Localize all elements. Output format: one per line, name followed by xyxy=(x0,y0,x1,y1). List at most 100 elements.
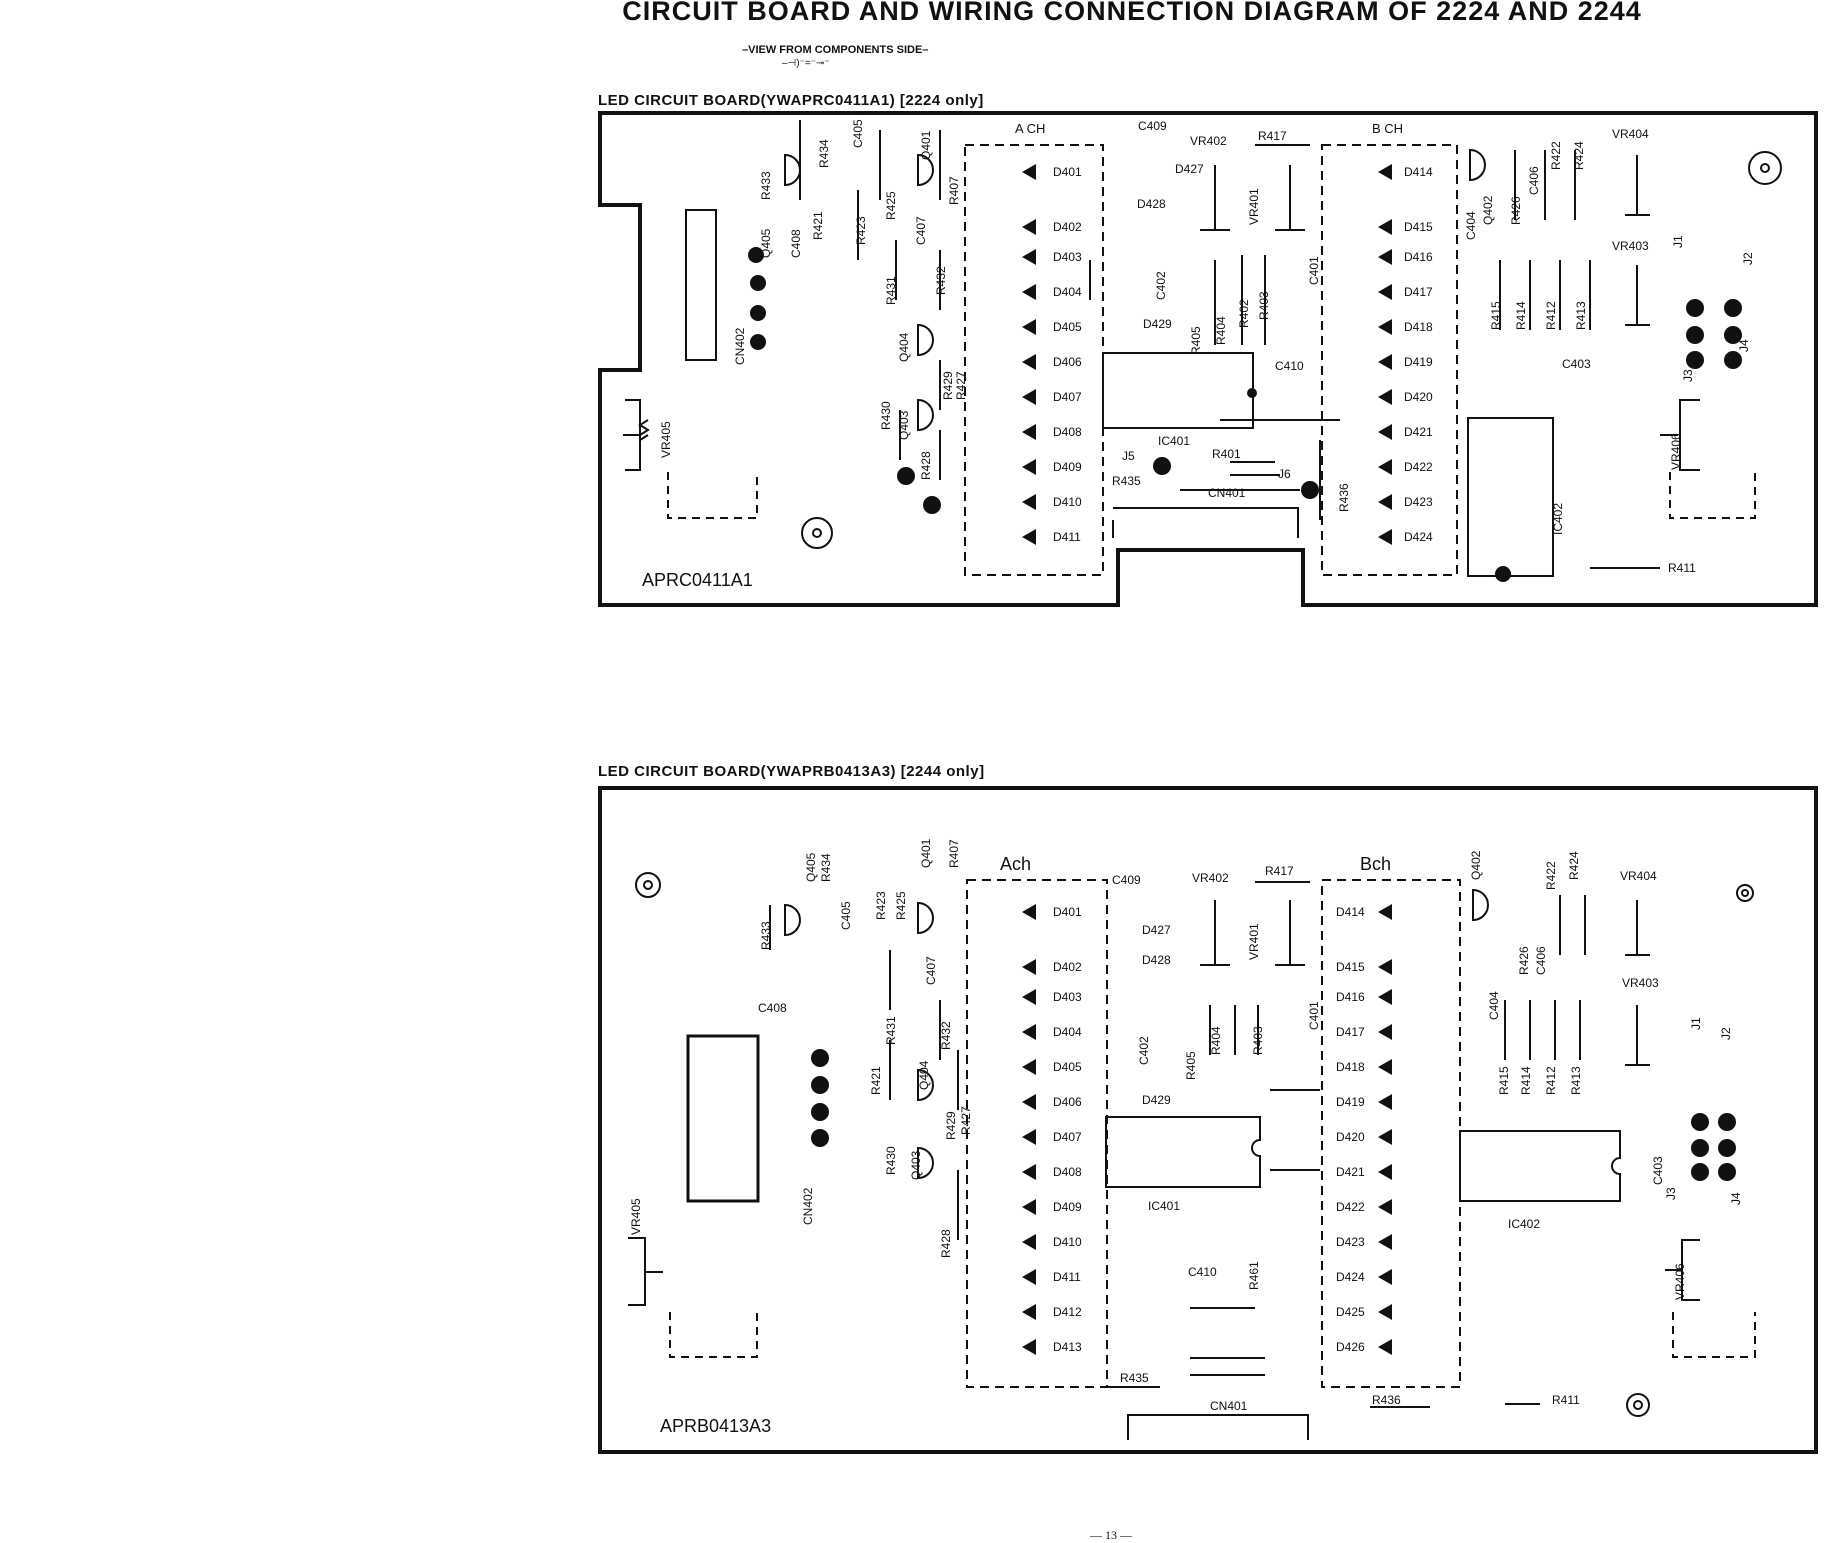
board2-part-label: R461 xyxy=(1247,1261,1261,1290)
board2-part-label: Q403 xyxy=(909,1150,923,1180)
board2-title: LED CIRCUIT BOARD(YWAPRB0413A3) [2244 on… xyxy=(598,763,985,780)
board2-mount-hole-2 xyxy=(1736,884,1754,902)
legend-note: –⊣)⁻=⁻⊸⁻ xyxy=(782,58,830,69)
board2-led-label: D406 xyxy=(1053,1095,1082,1109)
board1-led-label: D417 xyxy=(1404,285,1433,299)
board1-led-label: D414 xyxy=(1404,165,1433,179)
board1-part-label: R415 xyxy=(1489,301,1503,330)
board2-led-label: D402 xyxy=(1053,960,1082,974)
board2-part-label: R436 xyxy=(1372,1393,1401,1407)
board2-part-label: R411 xyxy=(1552,1393,1580,1407)
board2-part-label: C409 xyxy=(1112,873,1141,887)
board1-part-label: R425 xyxy=(884,191,898,220)
board1-part-label: Q403 xyxy=(897,410,911,440)
board1-part-label: R422 xyxy=(1549,141,1563,170)
board2-ach-box xyxy=(966,879,1108,1388)
board2-part-label: IC402 xyxy=(1508,1217,1540,1231)
board2-part-label: J1 xyxy=(1689,1017,1703,1030)
board1-part-label: R423 xyxy=(854,216,868,245)
board1-part-label: R429 xyxy=(941,371,955,400)
board1-part-label: J4 xyxy=(1737,339,1751,352)
board2-led-label: D423 xyxy=(1336,1235,1365,1249)
board2-part-label: CN401 xyxy=(1210,1399,1248,1413)
board1-part-label: D429 xyxy=(1143,317,1172,331)
board1-part-label: R431 xyxy=(884,276,898,305)
board1-part-label: D427 xyxy=(1175,162,1204,176)
board2-bch-label: Bch xyxy=(1360,854,1391,874)
board2-ach-label: Ach xyxy=(1000,854,1031,874)
board2-led-label: D425 xyxy=(1336,1305,1365,1319)
board1-part-label: IC402 xyxy=(1551,503,1565,535)
board1-part-label: C404 xyxy=(1464,211,1478,240)
board2-part-label: C402 xyxy=(1137,1036,1151,1065)
board2-part-label: R434 xyxy=(819,853,833,882)
board2-part-label: R424 xyxy=(1567,851,1581,880)
board1-led-label: D405 xyxy=(1053,320,1082,334)
board1-mount-hole-1 xyxy=(801,517,833,549)
board2-part-label: R412 xyxy=(1544,1066,1558,1095)
board1-part-label: VR403 xyxy=(1612,239,1649,253)
board1-led-label: D402 xyxy=(1053,220,1082,234)
board2-led-label: D415 xyxy=(1336,960,1365,974)
board1-led-label: D418 xyxy=(1404,320,1433,334)
board1-part-label: R434 xyxy=(817,139,831,168)
board1-part-label: R403 xyxy=(1257,291,1271,320)
board2-led-label: D421 xyxy=(1336,1165,1365,1179)
board1-led-label: D404 xyxy=(1053,285,1082,299)
board1-part-label: R413 xyxy=(1574,301,1588,330)
board1-title: LED CIRCUIT BOARD(YWAPRC0411A1) [2224 on… xyxy=(598,92,984,109)
board1-part-label: C405 xyxy=(851,119,865,148)
board1-part-label: Q405 xyxy=(759,228,773,258)
board2-part-label: R425 xyxy=(894,891,908,920)
board1-part-label: R427 xyxy=(954,371,968,400)
board2-led-label: D404 xyxy=(1053,1025,1082,1039)
board2-part-label: CN402 xyxy=(801,1187,815,1225)
board1-part-label: J1 xyxy=(1671,235,1685,248)
board2-led-label: D405 xyxy=(1053,1060,1082,1074)
board1-led-label: D420 xyxy=(1404,390,1433,404)
board1-part-label: C403 xyxy=(1562,357,1591,371)
board2-part-label: R403 xyxy=(1251,1026,1265,1055)
board1-part-label: R407 xyxy=(947,176,961,205)
board1-part-label: CN401 xyxy=(1208,486,1246,500)
board1-part-label: Q404 xyxy=(897,332,911,362)
board2-ic401 xyxy=(1105,1116,1261,1188)
board1-part-label: R430 xyxy=(879,401,893,430)
board1-part-label: R405 xyxy=(1189,326,1203,355)
board1-part-label: R436 xyxy=(1337,483,1351,512)
board2-led-label: D422 xyxy=(1336,1200,1365,1214)
board2-part-label: C405 xyxy=(839,901,853,930)
board1-part-label: R411 xyxy=(1668,561,1696,575)
board2-part-label: VR402 xyxy=(1192,871,1229,885)
page-title: CIRCUIT BOARD AND WIRING CONNECTION DIAG… xyxy=(622,0,1642,26)
board2-part-label: R429 xyxy=(944,1111,958,1140)
board1-led-label: D422 xyxy=(1404,460,1433,474)
board2-part-label: R428 xyxy=(939,1229,953,1258)
board2-cn402 xyxy=(686,1034,760,1203)
board1-part-label: R432 xyxy=(934,266,948,295)
board1-part-label: R401 xyxy=(1212,447,1241,461)
board2-part-label: D429 xyxy=(1142,1093,1171,1107)
board1-part-label: R412 xyxy=(1544,301,1558,330)
board2-part-label: VR403 xyxy=(1622,976,1659,990)
board2-led-label: D407 xyxy=(1053,1130,1082,1144)
board2-led-label: D420 xyxy=(1336,1130,1365,1144)
board1-ic401 xyxy=(1102,352,1254,429)
board2-part-label: C410 xyxy=(1188,1265,1217,1279)
board2-part-label: R427 xyxy=(959,1106,973,1135)
board1-part-label: Q402 xyxy=(1481,195,1495,225)
board1-led-label: D408 xyxy=(1053,425,1082,439)
board1-part-label: R435 xyxy=(1112,474,1141,488)
board1-led-label: D401 xyxy=(1053,165,1082,179)
board2-part-label: R435 xyxy=(1120,1371,1149,1385)
board1-part-label: C406 xyxy=(1527,166,1541,195)
board1-part-label: R428 xyxy=(919,451,933,480)
board2-cn401 xyxy=(1127,1414,1309,1440)
board1-part-label: R433 xyxy=(759,171,773,200)
board1-part-label: C408 xyxy=(789,229,803,258)
board2-led-label: D419 xyxy=(1336,1095,1365,1109)
board1-part-label: VR404 xyxy=(1612,127,1649,141)
board1-led-label: D415 xyxy=(1404,220,1433,234)
board1-part-label: R421 xyxy=(811,211,825,240)
